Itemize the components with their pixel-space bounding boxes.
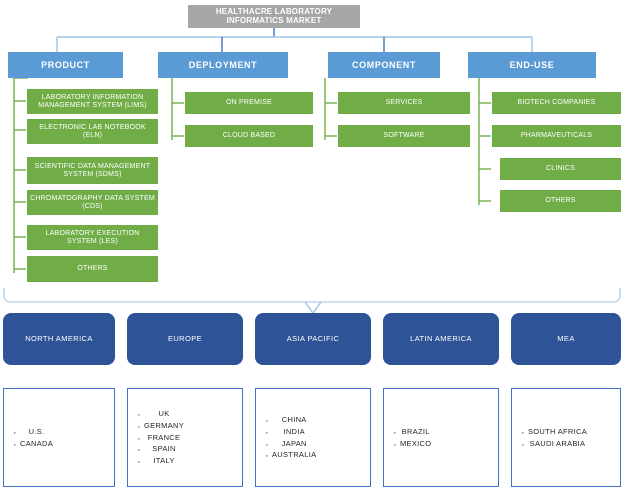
segment-item-label: PHARMAVEUTICALS <box>520 132 593 140</box>
segment-item-eln[interactable]: ELECTRONIC LAB NOTEBOOK (ELN) <box>27 119 158 144</box>
segment-item-sdms[interactable]: SCIENTIFIC DATA MANAGEMENT SYSTEM (SDMS) <box>27 157 158 184</box>
segment-header-component[interactable]: COMPONENT <box>328 52 440 78</box>
country-item: CANADA <box>13 437 53 454</box>
country-item: SOUTH AFRICA <box>521 425 587 442</box>
region-box-mea[interactable]: MEA <box>511 313 621 365</box>
segment-header-deployment[interactable]: DEPLOYMENT <box>158 52 288 78</box>
country-item: JAPAN <box>265 437 316 454</box>
country-list: CHINA INDIA JAPAN AUSTRALIA <box>256 413 316 465</box>
segment-item-end-use-others[interactable]: OTHERS <box>500 190 621 212</box>
region-box-north-america[interactable]: NORTH AMERICA <box>3 313 115 365</box>
segment-item-clinics[interactable]: CLINICS <box>500 158 621 180</box>
country-item: FRANCE <box>137 431 184 448</box>
segment-item-label: ELECTRONIC LAB NOTEBOOK (ELN) <box>39 123 146 139</box>
segment-item-label: CLINICS <box>545 165 576 173</box>
country-box-asia-pacific: CHINA INDIA JAPAN AUSTRALIA <box>255 388 371 487</box>
region-box-latin-america[interactable]: LATIN AMERICA <box>383 313 499 365</box>
segment-item-label: ON PREMISE <box>226 99 272 107</box>
country-item: GERMANY <box>137 419 184 436</box>
country-box-mea: SOUTH AFRICA SAUDI ARABIA <box>511 388 621 487</box>
country-box-europe: UK GERMANY FRANCE SPAIN ITALY <box>127 388 243 487</box>
segment-item-label: SOFTWARE <box>383 132 425 140</box>
country-box-north-america: U.S. CANADA <box>3 388 115 487</box>
root-title-box: HEALTHACRE LABORATORY INFORMATICS MARKET <box>188 5 360 28</box>
segment-item-label: CHROMATOGRAPHY DATA SYSTEM (CDS) <box>30 194 155 210</box>
region-label: LATIN AMERICA <box>410 333 472 343</box>
segment-item-label: CLOUD BASED <box>222 132 276 140</box>
country-item: UK <box>137 407 184 424</box>
segment-item-cds[interactable]: CHROMATOGRAPHY DATA SYSTEM (CDS) <box>27 190 158 215</box>
segment-item-label: OTHERS <box>545 197 576 205</box>
country-item: BRAZIL <box>393 425 431 442</box>
country-list: BRAZIL MEXICO <box>384 425 431 454</box>
segment-item-software[interactable]: SOFTWARE <box>338 125 470 147</box>
region-box-europe[interactable]: EUROPE <box>127 313 243 365</box>
segment-item-label: SCIENTIFIC DATA MANAGEMENT SYSTEM (SDMS) <box>34 162 151 178</box>
segment-item-services[interactable]: SERVICES <box>338 92 470 114</box>
segment-item-les[interactable]: LABORATORY EXECUTION SYSTEM (LES) <box>27 225 158 250</box>
segment-header-label: DEPLOYMENT <box>188 59 258 70</box>
country-item: AUSTRALIA <box>265 448 316 465</box>
country-box-latin-america: BRAZIL MEXICO <box>383 388 499 487</box>
segment-item-label: LABORATORY INFORMATION MANAGEMENT SYSTEM… <box>38 93 147 109</box>
segment-item-label: SERVICES <box>385 99 423 107</box>
country-list: UK GERMANY FRANCE SPAIN ITALY <box>128 407 184 471</box>
segment-header-product[interactable]: PRODUCT <box>8 52 123 78</box>
country-list: U.S. CANADA <box>4 425 53 454</box>
segment-header-label: END-USE <box>509 59 555 70</box>
segment-item-on-premise[interactable]: ON PREMISE <box>185 92 313 114</box>
segment-item-biotech-companies[interactable]: BIOTECH COMPANIES <box>492 92 621 114</box>
root-title-label: HEALTHACRE LABORATORY INFORMATICS MARKET <box>215 6 333 25</box>
country-item: SPAIN <box>137 442 184 459</box>
region-label: MEA <box>557 333 575 343</box>
country-item: U.S. <box>13 425 53 442</box>
country-item: ITALY <box>137 454 184 471</box>
segment-header-end-use[interactable]: END-USE <box>468 52 596 78</box>
country-item: SAUDI ARABIA <box>521 437 587 454</box>
segment-item-product-others[interactable]: OTHERS <box>27 256 158 282</box>
country-item: INDIA <box>265 425 316 442</box>
segment-header-label: COMPONENT <box>352 59 416 70</box>
segment-header-label: PRODUCT <box>41 59 90 70</box>
country-list: SOUTH AFRICA SAUDI ARABIA <box>512 425 587 454</box>
region-box-asia-pacific[interactable]: ASIA PACIFIC <box>255 313 371 365</box>
region-label: NORTH AMERICA <box>25 333 93 343</box>
segment-item-label: OTHERS <box>77 265 108 273</box>
country-item: MEXICO <box>393 437 431 454</box>
region-label: EUROPE <box>167 333 203 343</box>
segment-item-label: LABORATORY EXECUTION SYSTEM (LES) <box>45 229 140 245</box>
segment-item-cloud-based[interactable]: CLOUD BASED <box>185 125 313 147</box>
segment-item-lims[interactable]: LABORATORY INFORMATION MANAGEMENT SYSTEM… <box>27 89 158 114</box>
segment-item-pharmaveuticals[interactable]: PHARMAVEUTICALS <box>492 125 621 147</box>
region-label: ASIA PACIFIC <box>286 333 340 343</box>
segment-item-label: BIOTECH COMPANIES <box>517 99 596 107</box>
country-item: CHINA <box>265 413 316 430</box>
